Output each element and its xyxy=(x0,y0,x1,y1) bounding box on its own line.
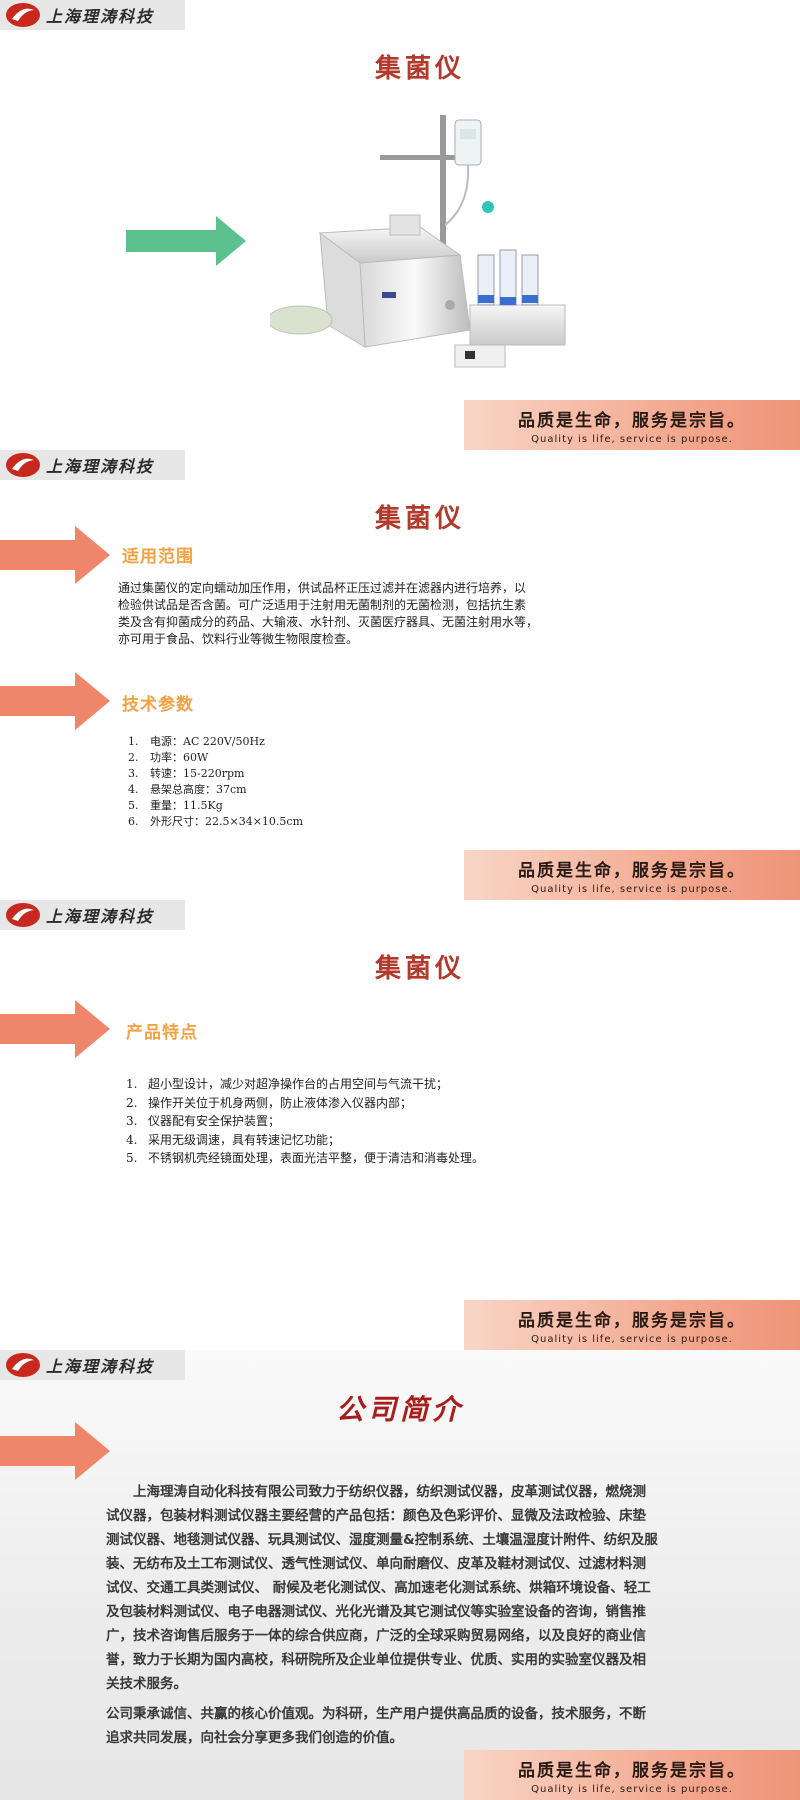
page-title: 集菌仪 xyxy=(374,954,465,984)
list-item: 1.超小型设计，减少对超净操作台的占用空间与气流干扰； xyxy=(126,1077,449,1091)
scope-text: 通过集菌仪的定向蠕动加压作用，供试品杯正压过滤并在滤器内进行培养，以 检验供试品… xyxy=(118,581,539,646)
params-heading: 技术参数 xyxy=(122,695,194,715)
section-arrow-icon xyxy=(0,1422,110,1480)
company-logo: 上海理涛科技 xyxy=(0,450,185,480)
product-image-panel: 上海理涛科技 集菌仪 品质是生命，服务是宗旨。 Qualit xyxy=(0,0,800,450)
intro-paragraph-1: 上海理涛自动化科技有限公司致力于纺织仪器，纺织测试仪器，皮革测试仪器，燃烧测 试… xyxy=(106,1484,658,1692)
features-list: 1.超小型设计，减少对超净操作台的占用空间与气流干扰； 2.操作开关位于机身两侧… xyxy=(126,1075,484,1168)
section-arrow-icon xyxy=(0,672,110,730)
slogan-chinese: 品质是生命，服务是宗旨。 xyxy=(518,411,746,431)
intro-paragraph-2: 公司秉承诚信、共赢的核心价值观。为科研，生产用户提供高品质的设备，技术服务，不断… xyxy=(106,1706,646,1746)
company-logo: 上海理涛科技 xyxy=(0,900,185,930)
logo-emblem-icon xyxy=(0,900,44,930)
slogan-english: Quality is life, service is purpose. xyxy=(531,884,733,895)
company-title: 公司简介 xyxy=(335,1393,464,1426)
green-arrow-icon xyxy=(126,216,246,266)
params-list: 1.电源：AC 220V/50Hz 2.功率：60W 3.转速：15-220rp… xyxy=(128,734,303,830)
list-item: 2.操作开关位于机身两侧，防止液体渗入仪器内部； xyxy=(126,1095,413,1110)
slogan-english: Quality is life, service is purpose. xyxy=(531,434,733,445)
features-panel: 上海理涛科技 集菌仪 产品特点 1.超小型设计，减少对超净操作台的占用空间与气流… xyxy=(0,900,800,1350)
slogan-banner: 品质是生命，服务是宗旨。 Quality is life, service is… xyxy=(464,1300,800,1350)
company-logo: 上海理涛科技 xyxy=(0,1350,185,1380)
section-arrow-icon xyxy=(0,1000,110,1058)
slogan-banner: 品质是生命，服务是宗旨。 Quality is life, service is… xyxy=(464,850,800,900)
logo-emblem-icon xyxy=(0,1350,44,1380)
slogan-english: Quality is life, service is purpose. xyxy=(531,1784,733,1795)
logo-emblem-icon xyxy=(0,450,44,480)
slogan-banner: 品质是生命，服务是宗旨。 Quality is life, service is… xyxy=(464,1750,800,1800)
section-arrow-icon xyxy=(0,526,110,584)
slogan-banner: 品质是生命，服务是宗旨。 Quality is life, service is… xyxy=(464,400,800,450)
slogan-chinese: 品质是生命，服务是宗旨。 xyxy=(518,1311,746,1331)
list-item: 5.重量：11.5Kg xyxy=(128,799,223,812)
list-item: 1.电源：AC 220V/50Hz xyxy=(128,735,265,748)
logo-emblem-icon xyxy=(0,0,44,30)
company-intro-panel: 上海理涛科技 公司简介 上海理涛自动化科技有限公司致力于纺织仪器，纺织测试仪器，… xyxy=(0,1350,800,1800)
slogan-chinese: 品质是生命，服务是宗旨。 xyxy=(518,861,746,881)
logo-text: 上海理涛科技 xyxy=(46,457,155,476)
company-logo: 上海理涛科技 xyxy=(0,0,185,30)
logo-text: 上海理涛科技 xyxy=(46,907,155,926)
page-title: 集菌仪 xyxy=(374,504,465,534)
list-item: 3.仪器配有安全保护装置； xyxy=(126,1114,281,1128)
list-item: 6.外形尺寸：22.5×34×10.5cm xyxy=(128,815,304,828)
list-item: 4.悬架总高度：37cm xyxy=(128,783,247,796)
features-heading: 产品特点 xyxy=(126,1023,198,1043)
specs-panel: 上海理涛科技 集菌仪 适用范围 通过集菌仪的定向蠕动加压作用，供试品杯正压过滤并… xyxy=(0,450,800,900)
list-item: 4.采用无级调速，具有转速记忆功能； xyxy=(126,1132,341,1147)
company-intro-text: 上海理涛自动化科技有限公司致力于纺织仪器，纺织测试仪器，皮革测试仪器，燃烧测 试… xyxy=(106,1480,716,1756)
scope-heading: 适用范围 xyxy=(122,547,194,567)
list-item: 5.不锈钢机壳经镜面处理，表面光洁平整，便于清洁和消毒处理。 xyxy=(126,1151,485,1165)
list-item: 3.转速：15-220rpm xyxy=(128,767,245,780)
list-item: 2.功率：60W xyxy=(128,751,209,764)
page-title: 集菌仪 xyxy=(374,54,465,84)
slogan-chinese: 品质是生命，服务是宗旨。 xyxy=(518,1761,746,1781)
logo-text: 上海理涛科技 xyxy=(46,7,155,26)
slogan-english: Quality is life, service is purpose. xyxy=(531,1334,733,1345)
collector-instrument-image xyxy=(270,115,566,368)
logo-text: 上海理涛科技 xyxy=(46,1357,155,1376)
